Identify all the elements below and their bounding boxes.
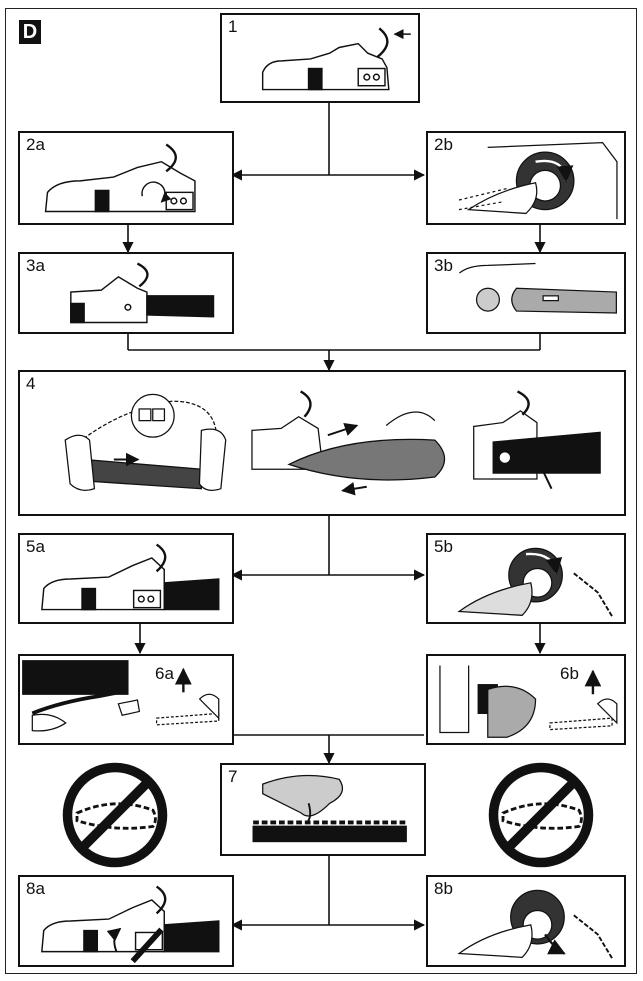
- step-6b-panel: 6b: [426, 654, 626, 745]
- knob-loosen-icon: [458, 141, 618, 220]
- section-badge: D: [19, 20, 41, 44]
- step-2a-panel: 2a: [18, 131, 234, 225]
- bar-removal-icon: [459, 262, 617, 314]
- chainsaw-loosen-icon: [44, 143, 196, 213]
- prohibited-chain-bar-icon: [62, 762, 168, 868]
- prohibited-chain-bar-icon: [488, 762, 594, 868]
- step-6a-label: 6a: [155, 664, 174, 683]
- step-4-label: 4: [26, 374, 36, 393]
- step-2b-label: 2b: [434, 135, 453, 154]
- fit-chain-on-bar-icon: [64, 390, 601, 496]
- step-5b-panel: 5b: [426, 533, 626, 624]
- step-7-panel: 7: [220, 763, 426, 856]
- step-3a-label: 3a: [26, 256, 45, 275]
- step-8a-panel: 8a: [18, 875, 234, 967]
- step-4-panel: 4: [18, 370, 626, 516]
- step-2b-panel: 2b: [426, 131, 626, 225]
- knob-tighten-icon: [457, 547, 613, 617]
- step-1-label: 1: [228, 17, 238, 36]
- adjust-tension-knob-icon: [439, 665, 618, 738]
- adjust-tension-screwdriver-icon: [22, 660, 220, 732]
- diagram-frame: [5, 8, 637, 974]
- step-6b-label: 6b: [560, 664, 579, 683]
- step-2a-label: 2a: [26, 135, 45, 154]
- step-5a-panel: 5a: [18, 533, 234, 624]
- step-8b-panel: 8b: [426, 875, 626, 967]
- step-8b-label: 8b: [434, 879, 453, 898]
- step-1-panel: 1: [220, 13, 420, 103]
- refit-cover-icon: [41, 543, 220, 611]
- step-3b-panel: 3b: [426, 252, 626, 334]
- step-5a-label: 5a: [26, 537, 45, 556]
- chainsaw-side-cover-icon: [261, 27, 411, 91]
- step-7-label: 7: [228, 767, 238, 786]
- step-8a-label: 8a: [26, 879, 45, 898]
- step-5b-label: 5b: [434, 537, 453, 556]
- step-3a-panel: 3a: [18, 252, 234, 334]
- step-3b-label: 3b: [434, 256, 453, 275]
- check-chain-tension-icon: [252, 774, 407, 843]
- remove-cover-bar-icon: [70, 262, 215, 324]
- tighten-cover-nut-icon: [41, 885, 220, 964]
- knob-final-tighten-icon: [457, 889, 613, 959]
- step-6a-panel: 6a: [18, 654, 234, 745]
